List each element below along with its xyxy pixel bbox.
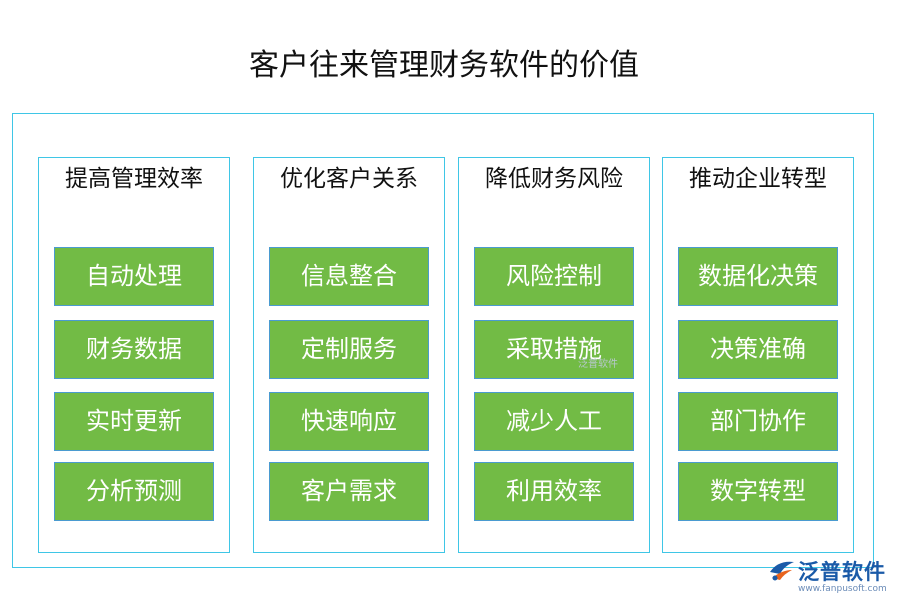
item-box: 实时更新 [54,392,214,451]
column-heading: 优化客户关系 [280,166,418,192]
item-box: 利用效率 [474,462,634,521]
logo-name: 泛普软件 [798,560,886,584]
column-heading: 推动企业转型 [689,166,827,192]
item-box: 定制服务 [269,320,429,379]
item-box: 客户需求 [269,462,429,521]
item-box: 分析预测 [54,462,214,521]
column-financial-risk: 降低财务风险 风险控制 采取措施 减少人工 利用效率 [458,157,650,553]
fanpu-logo-icon [770,561,794,581]
page-title: 客户往来管理财务软件的价值 [249,48,639,83]
watermark: 泛普软件 [578,359,618,370]
column-heading: 提高管理效率 [65,166,203,192]
item-box: 信息整合 [269,247,429,306]
column-heading: 降低财务风险 [485,166,623,192]
diagram-frame [12,113,874,568]
item-box: 决策准确 [678,320,838,379]
item-box: 数字转型 [678,462,838,521]
item-box: 减少人工 [474,392,634,451]
item-box: 财务数据 [54,320,214,379]
column-transformation: 推动企业转型 数据化决策 决策准确 部门协作 数字转型 [662,157,854,553]
logo-url: www.fanpusoft.com [798,584,887,594]
column-customer-relations: 优化客户关系 信息整合 定制服务 快速响应 客户需求 [253,157,445,553]
item-box: 自动处理 [54,247,214,306]
item-box: 数据化决策 [678,247,838,306]
item-box: 风险控制 [474,247,634,306]
item-box: 部门协作 [678,392,838,451]
brand-logo: 泛普软件 www.fanpusoft.com [768,556,896,596]
item-box: 快速响应 [269,392,429,451]
item-box: 采取措施 [474,320,634,379]
column-efficiency: 提高管理效率 自动处理 财务数据 实时更新 分析预测 [38,157,230,553]
